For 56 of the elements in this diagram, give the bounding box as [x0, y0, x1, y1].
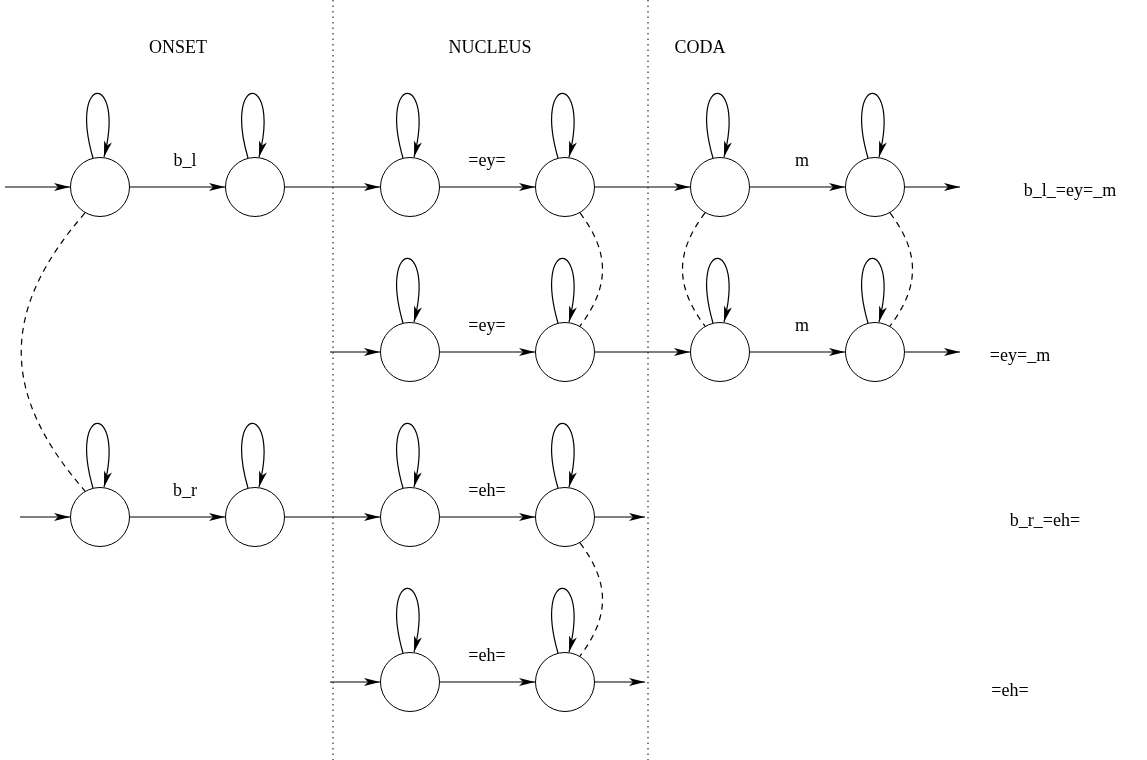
column-heading: ONSET [149, 36, 207, 58]
unit-label: m [795, 314, 809, 336]
self-loop-arrow [861, 92, 887, 159]
self-loop-arrow [551, 422, 577, 489]
self-loop-arrow [396, 257, 422, 324]
self-loop-arrow [861, 257, 887, 324]
unit-label: =ey= [468, 149, 506, 171]
transition-arrow [439, 678, 536, 686]
transition-arrow [439, 513, 536, 521]
transition-arrow [439, 183, 536, 191]
word-label: =eh= [991, 679, 1029, 701]
column-heading: NUCLEUS [448, 36, 532, 58]
transition-arrow [19, 513, 71, 521]
self-loop-arrow [706, 92, 732, 159]
word-label: =ey=_m [989, 344, 1051, 366]
transition-arrow [284, 183, 381, 191]
dashed-connector [579, 212, 604, 327]
transition-arrow [439, 348, 536, 356]
unit-label: =eh= [468, 644, 506, 666]
transition-arrow [904, 183, 961, 191]
transition-arrow [4, 183, 71, 191]
transition-arrow [594, 183, 691, 191]
column-heading: CODA [674, 36, 726, 58]
transition-arrow [904, 348, 961, 356]
self-loop-arrow [396, 587, 422, 654]
self-loop-arrow [86, 92, 112, 159]
self-loop-arrow [551, 257, 577, 324]
self-loop-arrow [241, 422, 267, 489]
self-loop-arrow [86, 422, 112, 489]
transition-arrow [129, 183, 226, 191]
self-loop-arrow [396, 422, 422, 489]
dashed-connector [681, 212, 706, 327]
dashed-connector [20, 212, 86, 492]
self-loop-arrow [551, 92, 577, 159]
dashed-connector [579, 542, 604, 657]
transition-arrow [129, 513, 226, 521]
self-loop-arrow [241, 92, 267, 159]
transition-arrow [329, 678, 381, 686]
unit-label: =eh= [468, 479, 506, 501]
transition-arrow [594, 678, 646, 686]
transition-arrow [329, 348, 381, 356]
unit-label: b_l [173, 149, 197, 171]
self-loop-arrow [396, 92, 422, 159]
transition-arrow [594, 513, 646, 521]
self-loop-arrow [706, 257, 732, 324]
transition-arrow [749, 183, 846, 191]
unit-label: m [795, 149, 809, 171]
word-label: b_r_=eh= [1009, 509, 1081, 531]
transition-arrow [594, 348, 691, 356]
transition-arrow [284, 513, 381, 521]
self-loop-arrow [551, 587, 577, 654]
unit-label: b_r [173, 479, 197, 501]
unit-label: =ey= [468, 314, 506, 336]
transition-arrow [749, 348, 846, 356]
word-label: b_l_=ey=_m [1023, 179, 1117, 201]
dashed-connector [889, 212, 914, 327]
